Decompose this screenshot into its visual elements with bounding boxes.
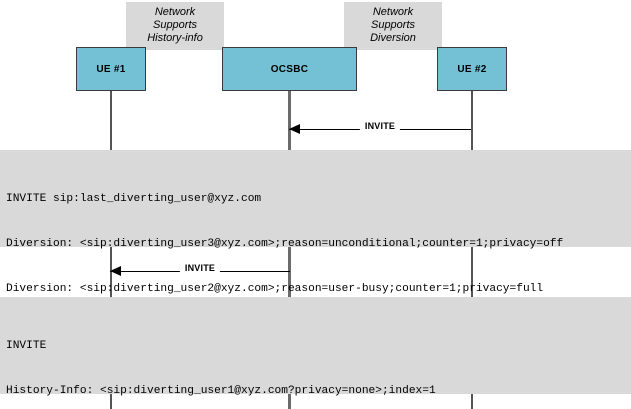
actor-box-ue1[interactable]: UE #1 [76,47,146,91]
sip-message-block-2: INVITE History-Info: <sip:diverting_user… [0,297,631,397]
annotation-network-supports-diversion: Network Supports Diversion [344,2,442,50]
arrowhead-left-icon [289,124,300,134]
sip-message-block-1: INVITE sip:last_diverting_user@xyz.com D… [0,150,631,340]
lifeline-ocsbc [288,91,291,409]
sip-line: Diversion: <sip:diverting_user3@xyz.com>… [6,238,564,250]
message-label-invite-1: INVITE [359,121,401,132]
lifeline-ue1 [110,91,112,409]
arrowhead-left-icon [110,266,121,276]
annotation-network-supports-history-info: Network Supports History-info [126,2,224,50]
actor-box-ue2[interactable]: UE #2 [437,47,507,91]
message-label-invite-2: INVITE [179,263,221,274]
actor-label-ocsbc: OCSBC [270,63,309,75]
actor-box-ocsbc[interactable]: OCSBC [222,47,357,91]
sip-line: Diversion: <sip:diverting_user2@xyz.com>… [6,283,544,295]
message-arrow-invite-2: INVITE [110,262,290,280]
lifeline-ue2 [471,91,473,409]
sip-line: INVITE sip:last_diverting_user@xyz.com [6,193,262,205]
actor-label-ue1: UE #1 [96,63,126,75]
message-arrow-invite-1: INVITE [289,120,471,138]
sip-line: INVITE [6,340,47,352]
actor-label-ue2: UE #2 [457,63,487,75]
sip-line: History-Info: <sip:diverting_user1@xyz.c… [6,385,436,397]
